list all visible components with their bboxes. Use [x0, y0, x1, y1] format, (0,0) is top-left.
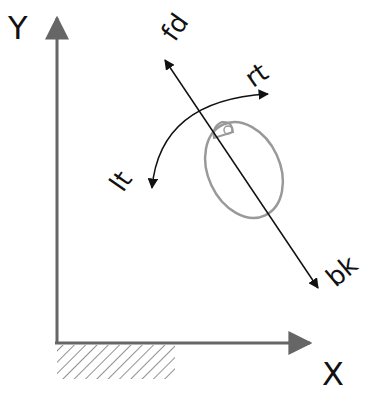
lt-rt-arrow: [152, 94, 268, 188]
motion-label: bk: [321, 251, 362, 291]
axis-label: X: [322, 358, 344, 390]
ground-hatch: [57, 345, 175, 379]
axis-label: Y: [8, 12, 28, 44]
fd-bk-arrow: [165, 60, 318, 288]
robot-body: [190, 109, 298, 230]
y-axis: [56, 18, 59, 343]
motion-label: fd: [157, 9, 193, 45]
motion-label: lt: [105, 166, 136, 195]
x-axis: [55, 342, 310, 345]
motion-label: rt: [240, 58, 272, 91]
